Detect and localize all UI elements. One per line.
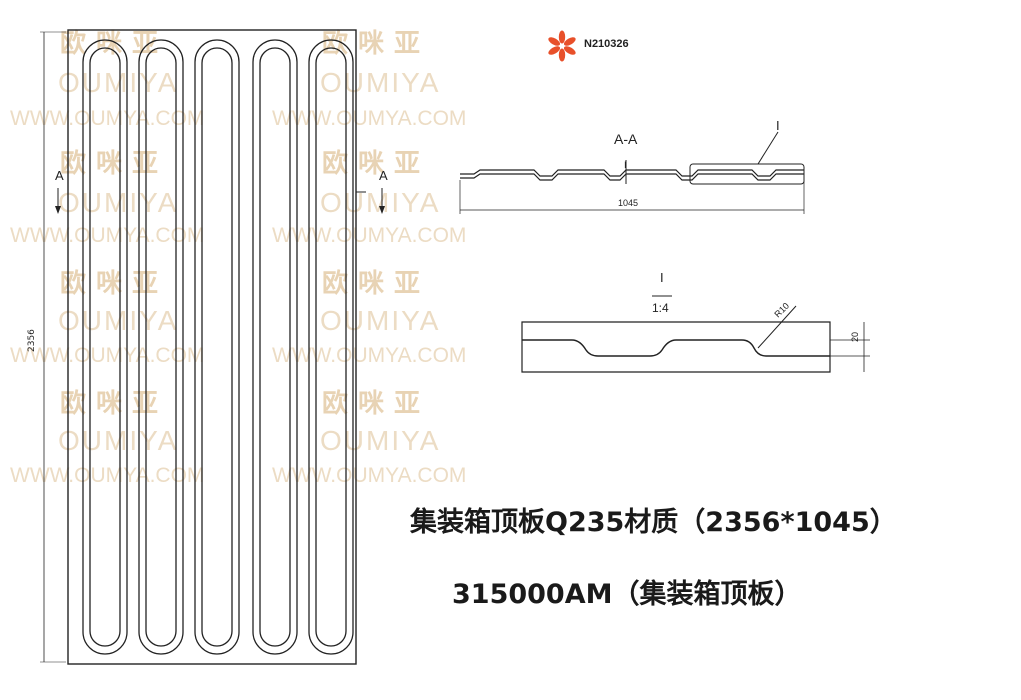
watermark-url: WWW.OUMYA.COM bbox=[272, 224, 466, 247]
detail-callout-box bbox=[689, 163, 805, 185]
watermark-cn: 欧咪亚 bbox=[60, 388, 168, 419]
watermark-en: OUMIYA bbox=[58, 187, 178, 218]
panel-outline bbox=[67, 29, 357, 665]
corrugation-slot-outer bbox=[252, 39, 298, 655]
watermark-url: WWW.OUMYA.COM bbox=[10, 464, 204, 487]
corrugation-slot-outer bbox=[308, 39, 354, 655]
watermark-cn: 欧咪亚 bbox=[60, 148, 168, 179]
arrow-down-icon bbox=[55, 206, 61, 214]
watermark-en: OUMIYA bbox=[320, 187, 440, 218]
corrugation-slots bbox=[82, 39, 354, 655]
section-profile-bottom bbox=[460, 173, 804, 181]
watermark-url: WWW.OUMYA.COM bbox=[272, 464, 466, 487]
caption-title: 集装箱顶板Q235材质（2356*1045） bbox=[410, 507, 897, 538]
watermark-cn: 欧咪亚 bbox=[322, 268, 430, 299]
detail-title: I bbox=[660, 270, 664, 285]
section-profile-top bbox=[460, 169, 804, 177]
detail-view: I 1:4 R10 20 bbox=[521, 270, 870, 373]
arrow-down-icon bbox=[379, 206, 385, 214]
watermark-en: OUMIYA bbox=[58, 305, 178, 336]
watermark-url: WWW.OUMYA.COM bbox=[272, 107, 466, 130]
corrugation-slot-inner bbox=[89, 47, 121, 647]
radius-leader bbox=[757, 305, 797, 349]
detail-profile-fold bbox=[522, 339, 830, 357]
section-view: A-A I I 1045 bbox=[459, 118, 805, 214]
watermark-url: WWW.OUMYA.COM bbox=[10, 224, 204, 247]
product-code: N210326 bbox=[584, 38, 629, 50]
watermark-cn: 欧咪亚 bbox=[60, 28, 168, 59]
corrugation-slot-inner bbox=[201, 47, 233, 647]
corrugation-slot-inner bbox=[259, 47, 291, 647]
corrugation-slot-inner bbox=[315, 47, 347, 647]
watermark-url: WWW.OUMYA.COM bbox=[272, 344, 466, 367]
watermark-en: OUMIYA bbox=[320, 305, 440, 336]
watermark-url: WWW.OUMYA.COM bbox=[10, 107, 204, 130]
watermark-cn: 欧咪亚 bbox=[322, 148, 430, 179]
watermark-en: OUMIYA bbox=[58, 425, 178, 456]
corrugation-slot-outer bbox=[82, 39, 128, 655]
corrugation-slot-outer bbox=[194, 39, 240, 655]
watermark-en: OUMIYA bbox=[320, 425, 440, 456]
detail-profile-outer bbox=[521, 321, 831, 373]
detail-leader bbox=[757, 131, 779, 165]
caption-part-number: 315000AM（集装箱顶板） bbox=[452, 579, 802, 610]
watermark-cn: 欧咪亚 bbox=[60, 268, 168, 299]
watermark-url: WWW.OUMYA.COM bbox=[10, 344, 204, 367]
watermark-cn: 欧咪亚 bbox=[322, 28, 430, 59]
section-title: A-A bbox=[614, 131, 638, 147]
section-marker-right: A bbox=[379, 168, 388, 183]
plan-view: 2356 A A bbox=[27, 29, 388, 665]
detail-callout-label: I bbox=[776, 118, 780, 133]
length-dimension-label: 2356 bbox=[27, 329, 37, 352]
section-center-label: I bbox=[624, 161, 627, 171]
watermark-en: OUMIYA bbox=[320, 67, 440, 98]
width-dimension-label: 1045 bbox=[618, 198, 638, 208]
radius-label: R10 bbox=[772, 301, 791, 320]
section-marker-left: A bbox=[55, 168, 64, 183]
thickness-dimension-label: 20 bbox=[850, 332, 860, 342]
watermark-cn: 欧咪亚 bbox=[322, 388, 430, 419]
asterisk-flower-icon bbox=[548, 30, 576, 62]
corrugation-slot-outer bbox=[138, 39, 184, 655]
detail-scale: 1:4 bbox=[652, 301, 669, 315]
corrugation-slot-inner bbox=[145, 47, 177, 647]
watermark-group: 欧咪亚 OUMIYA WWW.OUMYA.COM 欧咪亚 OUMIYA WWW.… bbox=[10, 28, 466, 487]
watermark-en: OUMIYA bbox=[58, 67, 178, 98]
